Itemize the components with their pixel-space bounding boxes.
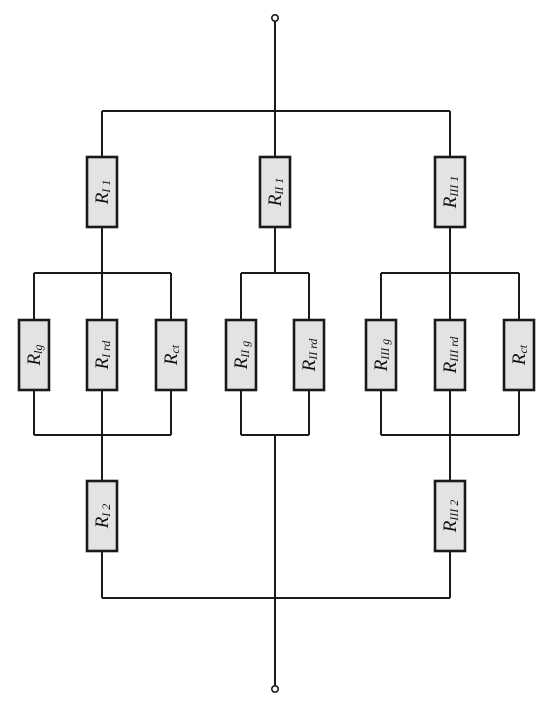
resistor-label: RII rd <box>299 338 321 373</box>
resistor-label: RIII 2 <box>440 500 462 534</box>
resistor-body <box>85 479 119 553</box>
resistor-label: RIII g <box>371 339 393 373</box>
resistor-label: RII 1 <box>265 178 287 208</box>
resistor-label: Rlg <box>24 345 46 367</box>
resistor-label: RI 1 <box>92 180 114 206</box>
resistor-body <box>85 155 119 229</box>
resistor-r-iird: RII rd <box>292 318 326 392</box>
resistor-body <box>154 318 188 392</box>
resistor-r-i2: RI 2 <box>85 479 119 553</box>
resistor-label: RI 2 <box>92 504 114 530</box>
resistor-label: RII g <box>231 341 253 371</box>
resistor-label: RI rd <box>92 340 114 371</box>
wiring <box>33 21 520 686</box>
resistor-r-iiird: RIII rd <box>433 318 467 392</box>
resistor-r-iig: RII g <box>224 318 258 392</box>
resistor-r-ict: Rct <box>154 318 188 392</box>
resistor-r-iii2: RIII 2 <box>433 479 467 553</box>
resistor-r-iiict: Rct <box>502 318 536 392</box>
resistor-body <box>224 318 258 392</box>
resistor-label: RIII rd <box>440 336 462 375</box>
resistor-r-ird: RI rd <box>85 318 119 392</box>
resistor-body <box>258 155 292 229</box>
bottom-terminal <box>270 684 279 693</box>
resistor-body <box>433 479 467 553</box>
resistor-body <box>85 318 119 392</box>
resistor-r-iii1: RIII 1 <box>433 155 467 229</box>
resistor-r-ig: Rlg <box>17 318 51 392</box>
resistor-label: RIII 1 <box>440 176 462 210</box>
resistor-body <box>17 318 51 392</box>
resistor-r-iiig: RIII g <box>364 318 398 392</box>
resistor-body <box>364 318 398 392</box>
resistor-label: Rct <box>509 344 531 366</box>
resistor-body <box>502 318 536 392</box>
resistor-body <box>292 318 326 392</box>
resistor-r-i1: RI 1 <box>85 155 119 229</box>
resistor-body <box>433 155 467 229</box>
resistor-r-ii1: RII 1 <box>258 155 292 229</box>
resistor-label: Rct <box>161 344 183 366</box>
top-terminal <box>270 14 279 23</box>
resistor-body <box>433 318 467 392</box>
